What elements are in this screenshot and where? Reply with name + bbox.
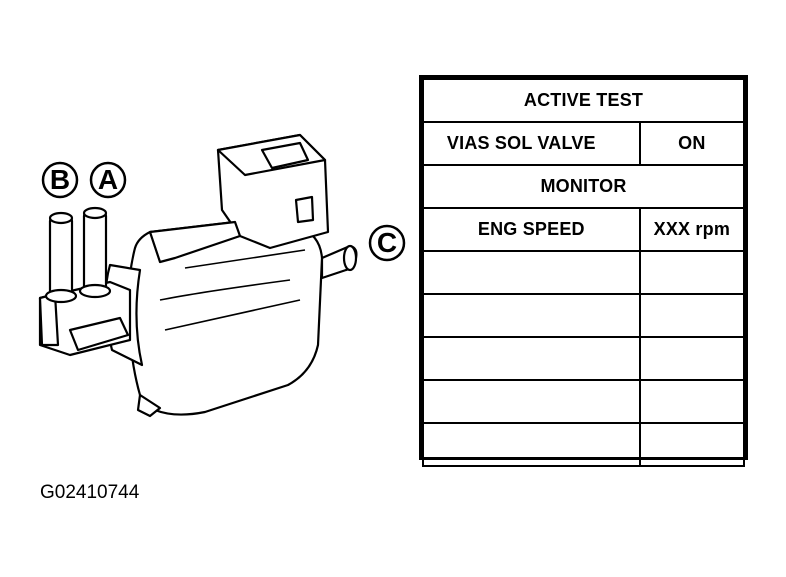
monitor-item — [422, 336, 641, 381]
monitor-value — [638, 250, 746, 295]
monitor-item — [422, 379, 641, 424]
vias-solenoid-valve-illustration — [38, 133, 358, 418]
body-ridge — [148, 220, 242, 264]
monitor-row: ENG SPEED XXX rpm — [422, 207, 746, 252]
monitor-row — [422, 250, 746, 295]
monitor-header: MONITOR — [422, 164, 745, 209]
monitor-value — [638, 422, 746, 467]
port-a-tube-end — [82, 206, 108, 220]
connector-latch — [294, 195, 315, 224]
monitor-row — [422, 293, 746, 338]
consult-screen: ACTIVE TEST VIAS SOL VALVE ON MONITOR EN… — [419, 75, 748, 467]
active-test-table: ACTIVE TEST VIAS SOL VALVE ON MONITOR EN… — [422, 78, 746, 467]
monitor-item — [422, 293, 641, 338]
connector-socket — [260, 141, 310, 170]
monitor-value — [638, 379, 746, 424]
figure-id: G02410744 — [40, 482, 140, 503]
port-a-collar — [78, 283, 112, 299]
monitor-row — [422, 379, 746, 424]
monitor-row — [422, 336, 746, 381]
test-item-label: VIAS SOL VALVE — [422, 121, 641, 166]
port-b-collar — [44, 288, 78, 304]
monitor-value — [638, 336, 746, 381]
monitor-item — [422, 250, 641, 295]
monitor-row — [422, 422, 746, 467]
active-test-header: ACTIVE TEST — [422, 78, 745, 123]
monitor-item — [422, 422, 641, 467]
monitor-value: XXX rpm — [638, 207, 746, 252]
monitor-value — [638, 293, 746, 338]
inner-nozzle — [68, 316, 130, 352]
port-c-pipe-end — [342, 244, 358, 272]
monitor-item: ENG SPEED — [422, 207, 641, 252]
test-item-value: ON — [638, 121, 746, 166]
valve-foot — [136, 393, 162, 418]
port-b-tube — [48, 216, 74, 300]
port-a-tube — [82, 211, 108, 295]
port-b-tube-end — [48, 211, 74, 225]
